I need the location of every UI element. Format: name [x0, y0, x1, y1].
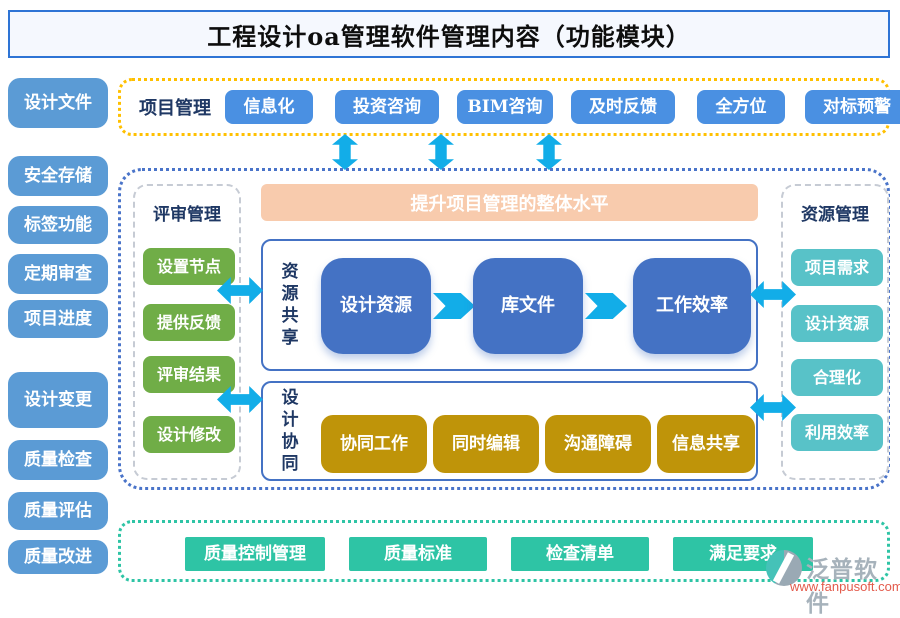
- sidebar-item-quality-improvement[interactable]: 质量改进: [8, 540, 108, 574]
- node-information-sharing[interactable]: 信息共享: [657, 415, 755, 473]
- vertical-double-arrow-icon: [536, 134, 562, 170]
- sidebar-item-design-files[interactable]: 设计文件: [8, 78, 108, 128]
- project-management-label: 项目管理: [139, 98, 211, 119]
- vertical-double-arrow-icon: [332, 134, 358, 170]
- quality-button-checklist[interactable]: 检查清单: [511, 537, 649, 571]
- resource-sharing-box: 资源共享 设计资源 库文件 工作效率: [261, 239, 758, 371]
- resource-sharing-label: 资源共享: [281, 261, 299, 349]
- sidebar-item-periodic-review[interactable]: 定期审查: [8, 254, 108, 294]
- review-button-review-result[interactable]: 评审结果: [143, 356, 235, 393]
- node-communication-barrier[interactable]: 沟通障碍: [545, 415, 651, 473]
- sidebar-item-tag-function[interactable]: 标签功能: [8, 206, 108, 244]
- improvement-banner: 提升项目管理的整体水平: [261, 184, 758, 221]
- review-management-label: 评审管理: [153, 205, 221, 225]
- top-button-investment-consulting[interactable]: 投资咨询: [335, 90, 439, 124]
- resource-button-utilization-efficiency[interactable]: 利用效率: [791, 414, 883, 451]
- review-button-set-nodes[interactable]: 设置节点: [143, 248, 235, 285]
- node-simultaneous-editing[interactable]: 同时编辑: [433, 415, 539, 473]
- vendor-url[interactable]: www.fanpusoft.com: [790, 579, 900, 594]
- top-button-informatization[interactable]: 信息化: [225, 90, 313, 124]
- node-work-efficiency[interactable]: 工作效率: [633, 258, 751, 354]
- vertical-double-arrow-icon: [428, 134, 454, 170]
- resource-button-design-resources[interactable]: 设计资源: [791, 305, 883, 342]
- page-title: 工程设计oa管理软件管理内容（功能模块）: [8, 10, 890, 58]
- quality-button-standards[interactable]: 质量标准: [349, 537, 487, 571]
- chevron-right-arrow-icon: [585, 293, 627, 319]
- top-button-bim-consulting[interactable]: BIM咨询: [457, 90, 553, 124]
- node-design-resources[interactable]: 设计资源: [321, 258, 431, 354]
- sidebar-item-design-change[interactable]: 设计变更: [8, 372, 108, 428]
- sidebar-item-quality-inspection[interactable]: 质量检查: [8, 440, 108, 480]
- project-management-panel: 项目管理 信息化 投资咨询 BIM咨询 及时反馈 全方位 对标预警: [118, 78, 900, 136]
- top-button-all-round[interactable]: 全方位: [697, 90, 785, 124]
- quality-button-control-management[interactable]: 质量控制管理: [185, 537, 325, 571]
- chevron-right-arrow-icon: [433, 293, 475, 319]
- node-collaborative-work[interactable]: 协同工作: [321, 415, 427, 473]
- review-management-column: 评审管理 设置节点 提供反馈 评审结果 设计修改: [133, 184, 241, 480]
- resource-management-column: 资源管理 项目需求 设计资源 合理化 利用效率: [781, 184, 889, 480]
- resource-management-label: 资源管理: [801, 205, 869, 225]
- sidebar-item-quality-assessment[interactable]: 质量评估: [8, 492, 108, 530]
- design-collaboration-label: 设计协同: [281, 387, 299, 475]
- node-library-files[interactable]: 库文件: [473, 258, 583, 354]
- resource-button-rationalization[interactable]: 合理化: [791, 359, 883, 396]
- fanpu-logo-icon: [766, 550, 802, 586]
- middle-panel: 评审管理 设置节点 提供反馈 评审结果 设计修改 提升项目管理的整体水平 资源共…: [118, 168, 890, 490]
- review-button-provide-feedback[interactable]: 提供反馈: [143, 304, 235, 341]
- resource-button-project-demand[interactable]: 项目需求: [791, 249, 883, 286]
- top-button-benchmark-warning[interactable]: 对标预警: [805, 90, 900, 124]
- top-button-timely-feedback[interactable]: 及时反馈: [571, 90, 675, 124]
- review-button-design-modify[interactable]: 设计修改: [143, 416, 235, 453]
- vendor-logo: 泛普软件 www.fanpusoft.com: [764, 546, 900, 617]
- sidebar-item-project-progress[interactable]: 项目进度: [8, 300, 108, 338]
- sidebar-item-secure-storage[interactable]: 安全存储: [8, 156, 108, 196]
- design-collaboration-box: 设计协同 协同工作 同时编辑 沟通障碍 信息共享: [261, 381, 758, 481]
